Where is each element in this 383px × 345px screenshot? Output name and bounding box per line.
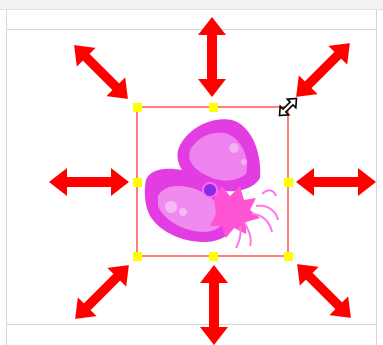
handle-middle-left[interactable]: [133, 178, 142, 187]
resize-arrow-left: [49, 168, 129, 196]
resize-arrow-top-left: [65, 36, 138, 109]
handle-bottom-left[interactable]: [133, 252, 142, 261]
handle-top-center[interactable]: [209, 103, 218, 112]
resize-arrow-top-right: [287, 34, 360, 107]
handle-bottom-center[interactable]: [209, 252, 218, 261]
handle-bottom-right[interactable]: [284, 252, 293, 261]
resize-arrow-top: [198, 17, 226, 97]
handle-top-left[interactable]: [133, 103, 142, 112]
resize-arrow-bottom-right: [288, 255, 361, 328]
resize-arrow-bottom-left: [66, 256, 139, 329]
resize-arrow-right: [296, 168, 376, 196]
handle-middle-right[interactable]: [284, 178, 293, 187]
resize-arrow-bottom: [200, 265, 228, 345]
butterfly-image[interactable]: [145, 119, 278, 248]
